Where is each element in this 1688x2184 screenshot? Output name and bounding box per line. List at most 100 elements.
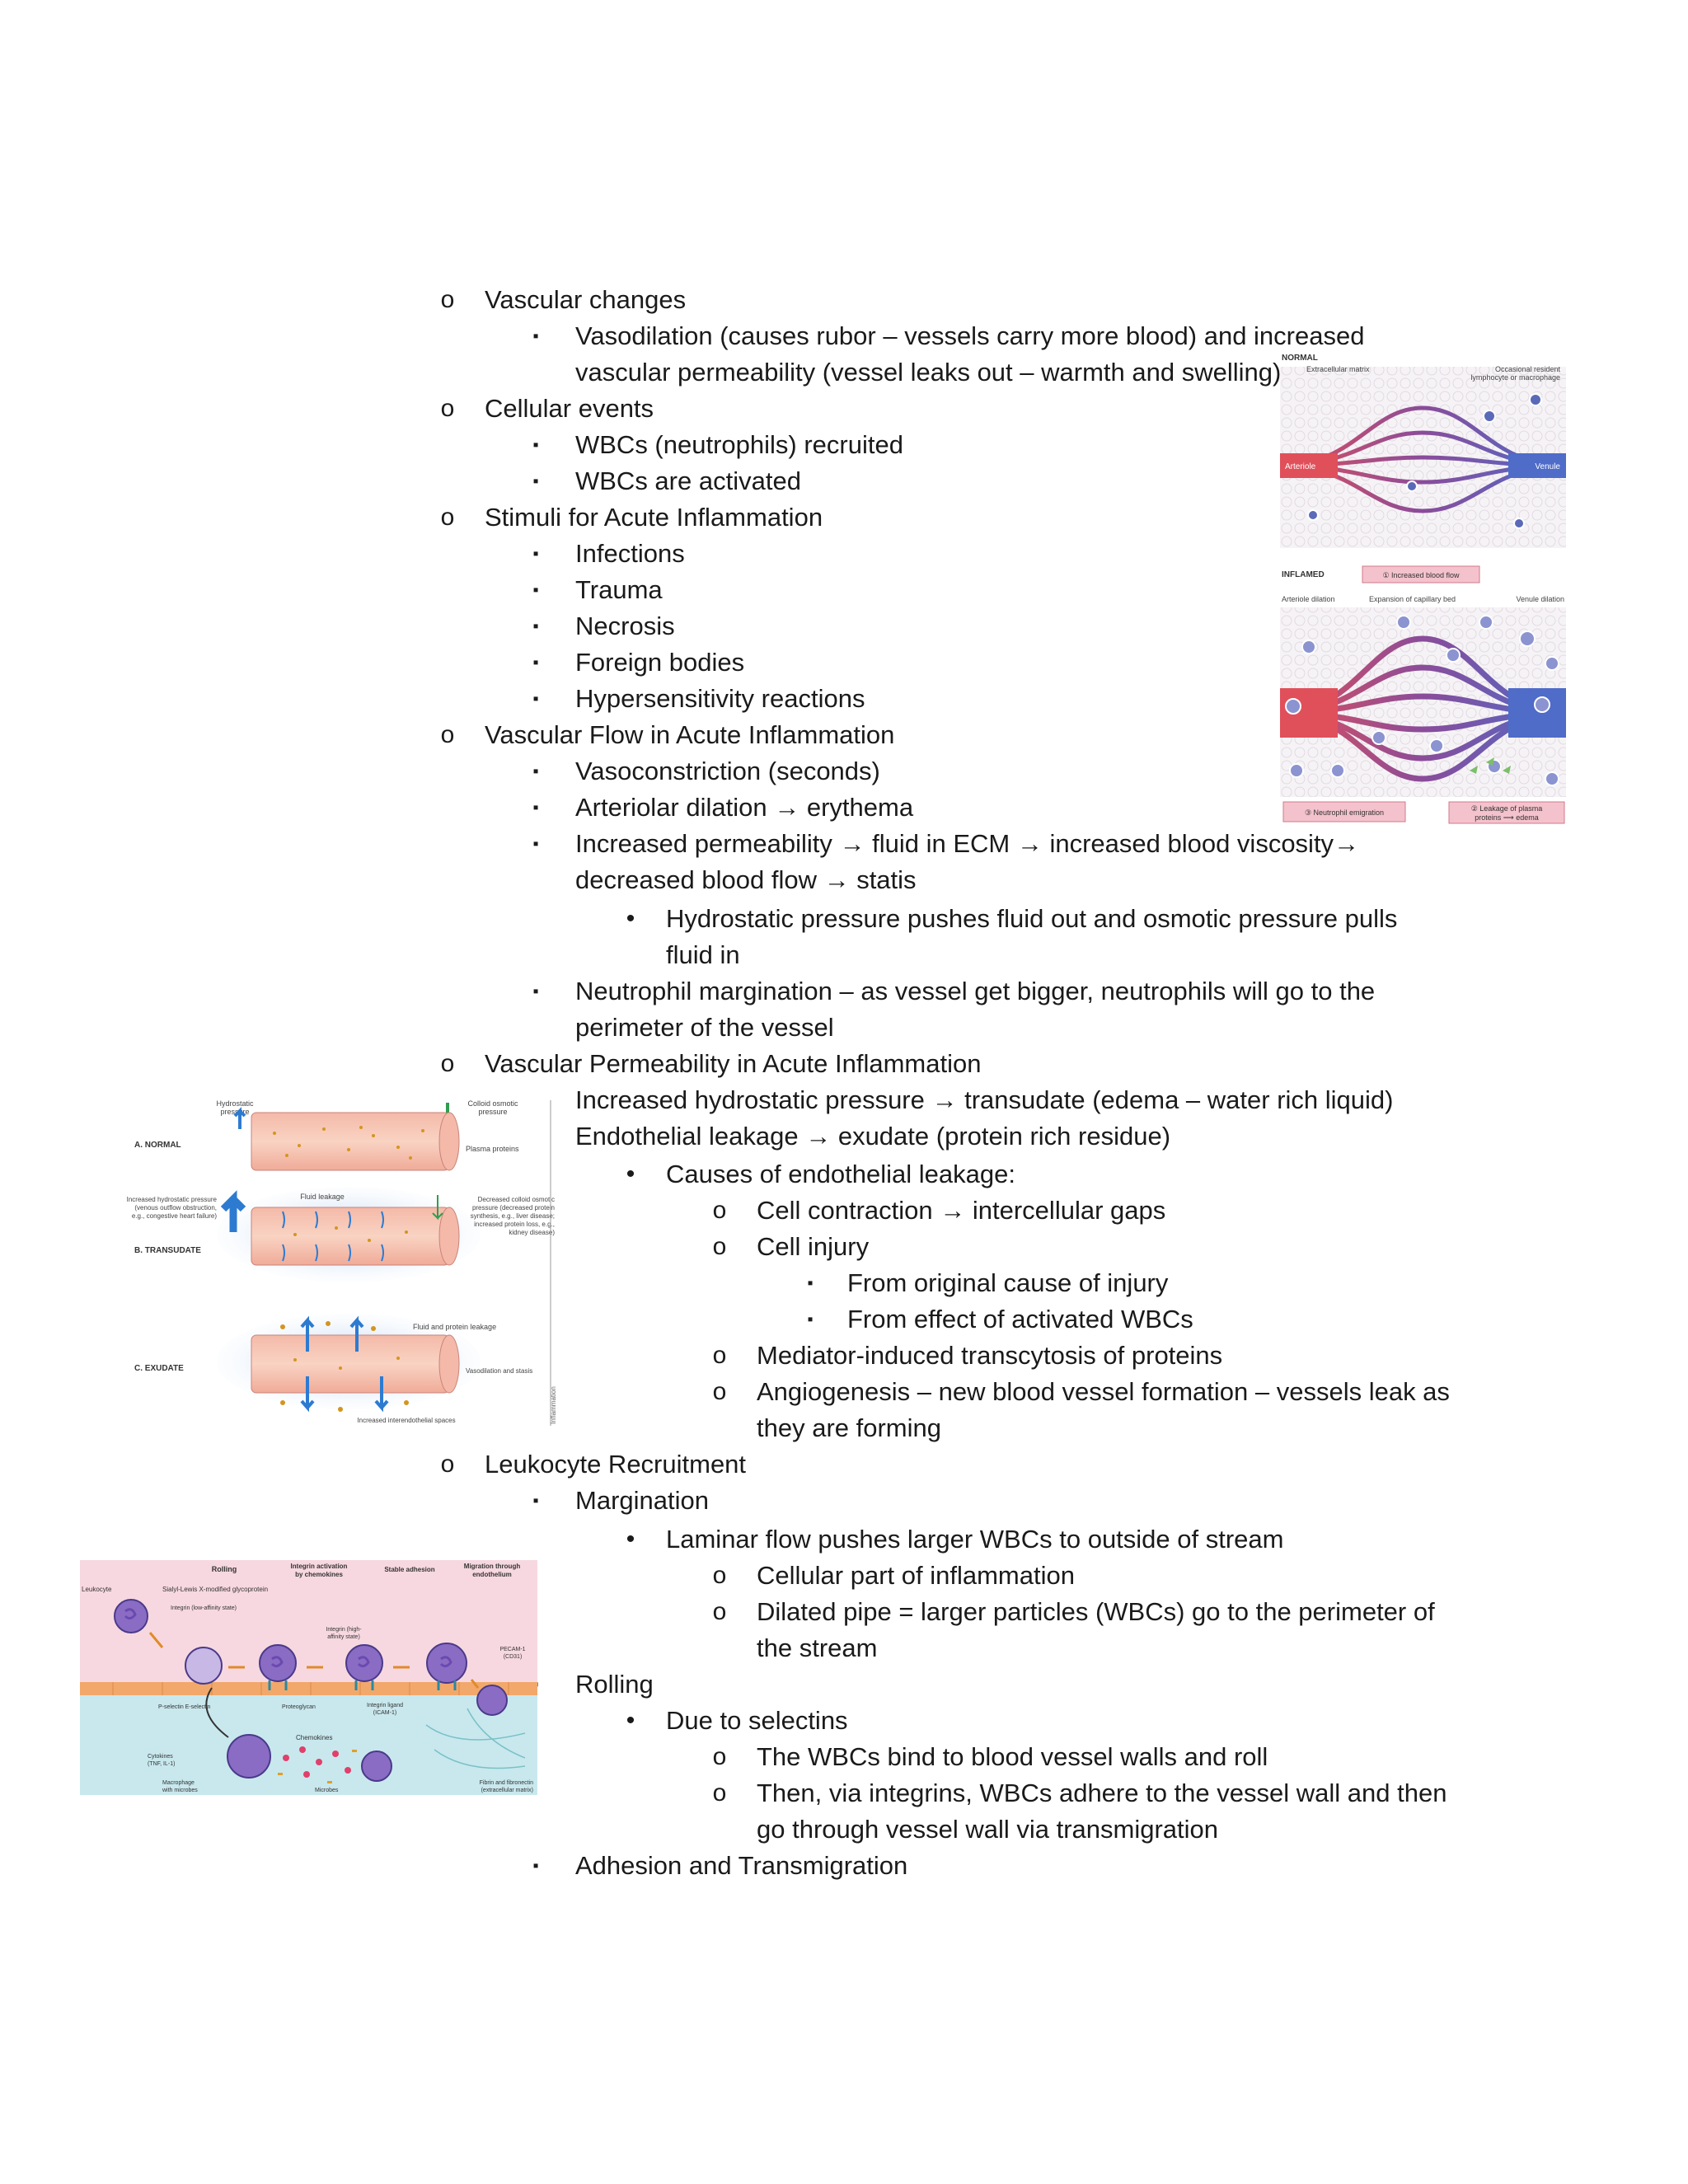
neutrophil-emigration-label: ③ Neutrophil emigration xyxy=(1305,808,1384,817)
proteoglycan-label: Proteoglycan xyxy=(282,1704,316,1710)
bullet-marker: • xyxy=(626,1707,635,1734)
bullet-marker: • xyxy=(626,905,635,932)
bullet-marker: • xyxy=(626,1526,635,1553)
bullet-marker: ▪ xyxy=(807,1310,814,1329)
leukocyte-recruitment-svg: Rolling Integrin activation by chemokine… xyxy=(80,1560,537,1795)
outline-line-level-4: Then, via integrins, WBCs adhere to the … xyxy=(757,1779,1447,1807)
macrophage-2: with microbes xyxy=(162,1788,198,1793)
cytokines-1: Cytokines xyxy=(148,1754,173,1760)
pecam-2: (CD31) xyxy=(504,1654,523,1660)
integrin-high-1: Integrin (high- xyxy=(326,1627,362,1633)
pecam-1: PECAM-1 xyxy=(499,1647,525,1652)
colloid-label-2: pressure xyxy=(478,1108,507,1116)
outline-line-level-4: Angiogenesis – new blood vessel formatio… xyxy=(757,1377,1450,1406)
outline-line-level-3: Hydrostatic pressure pushes fluid out an… xyxy=(666,904,1398,933)
outline-line-level-4: go through vessel wall via transmigratio… xyxy=(757,1815,1218,1844)
bullet-marker: o xyxy=(440,395,455,422)
vascular-bed-svg: NORMAL Extracellular matrix Occasional r… xyxy=(1280,350,1566,824)
integrin-ligand-2: (ICAM-1) xyxy=(373,1710,396,1716)
migration-header-2: endothelium xyxy=(472,1571,512,1578)
hydrostatic-label-1: Hydrostatic xyxy=(216,1099,254,1108)
increased-hydro-2: (venous outflow obstruction, xyxy=(134,1204,217,1212)
fluid-leakage-label: Fluid leakage xyxy=(300,1193,345,1201)
outline-line-level-2: Increased permeability → fluid in ECM → … xyxy=(575,829,1360,858)
permeability-figure: Hydrostatic pressure Colloid osmotic pre… xyxy=(110,1096,559,1428)
ecm-label: Extracellular matrix xyxy=(1306,365,1370,373)
arteriole-dilation-label: Arteriole dilation xyxy=(1282,595,1335,603)
selectins-label: P-selectin E-selectin xyxy=(158,1704,211,1710)
integrin-activation-1: Integrin activation xyxy=(291,1563,348,1570)
outline-line-level-2: perimeter of the vessel xyxy=(575,1013,834,1042)
decreased-colloid-3: synthesis, e.g., liver disease; xyxy=(471,1212,555,1220)
bullet-marker: o xyxy=(712,1562,727,1589)
outline-line-level-2: Trauma xyxy=(575,575,663,604)
bullet-marker: ▪ xyxy=(532,436,539,454)
bullet-marker: ▪ xyxy=(532,327,539,345)
outline-line-level-1: Leukocyte Recruitment xyxy=(485,1450,747,1479)
cytokines-2: (TNF, IL-1) xyxy=(148,1761,175,1767)
rolling-header: Rolling xyxy=(212,1565,237,1573)
bullet-marker: o xyxy=(712,1598,727,1625)
leakage-label-1: ② Leakage of plasma xyxy=(1471,804,1543,813)
stable-adhesion-header: Stable adhesion xyxy=(384,1566,434,1573)
interendothelial-label: Increased interendothelial spaces xyxy=(357,1417,455,1424)
inflamed-label: INFLAMED xyxy=(1282,570,1325,579)
normal-label: NORMAL xyxy=(1282,354,1318,363)
outline-line-level-1: Vascular Permeability in Acute Inflammat… xyxy=(485,1049,982,1078)
integrin-high-2: affinity state) xyxy=(327,1634,360,1640)
outline-line-level-2: Vasodilation (causes rubor – vessels car… xyxy=(575,321,1365,350)
permeability-svg: Hydrostatic pressure Colloid osmotic pre… xyxy=(110,1096,559,1428)
leukocyte-label: Leukocyte xyxy=(82,1586,112,1593)
resident-label-2: lymphocyte or macrophage xyxy=(1470,373,1560,382)
bullet-marker: o xyxy=(440,721,455,748)
bullet-marker: ▪ xyxy=(532,545,539,563)
vascular-bed-figure: NORMAL Extracellular matrix Occasional r… xyxy=(1280,350,1566,824)
outline-line-level-4: the stream xyxy=(757,1633,878,1662)
outline-line-level-2: Foreign bodies xyxy=(575,648,745,677)
fibrin-2: (extracellular matrix) xyxy=(481,1788,533,1793)
outline-line-level-2: Margination xyxy=(575,1486,709,1515)
bullet-marker: ▪ xyxy=(532,617,539,635)
outline-line-level-2: Arteriolar dilation → erythema xyxy=(575,793,914,822)
integrin-low-label: Integrin (low-affinity state) xyxy=(171,1605,237,1611)
bullet-marker: o xyxy=(712,1378,727,1405)
leakage-label-2: proteins ⟶ edema xyxy=(1475,813,1538,822)
outline-line-level-2: Neutrophil margination – as vessel get b… xyxy=(575,977,1376,1005)
outline-line-level-2: Hypersensitivity reactions xyxy=(575,684,865,713)
decreased-colloid-4: increased protein loss, e.g., xyxy=(474,1221,555,1228)
outline-line-level-4: Mediator-induced transcytosis of protein… xyxy=(757,1341,1223,1370)
venule-label: Venule xyxy=(1535,462,1560,471)
outline-line-level-4: Cellular part of inflammation xyxy=(757,1561,1075,1590)
inflammation-side-label: Inflammation xyxy=(550,1386,557,1424)
microbes-label: Microbes xyxy=(315,1788,339,1793)
outline-line-level-4: they are forming xyxy=(757,1413,941,1442)
venule-dilation-label: Venule dilation xyxy=(1516,595,1564,603)
outline-line-level-4: Dilated pipe = larger particles (WBCs) g… xyxy=(757,1597,1435,1626)
bullet-marker: ▪ xyxy=(532,690,539,708)
decreased-colloid-5: kidney disease) xyxy=(509,1229,555,1236)
outline-line-level-1: Stimuli for Acute Inflammation xyxy=(485,503,823,532)
bullet-marker: ▪ xyxy=(532,581,539,599)
outline-line-level-2: decreased blood flow → statis xyxy=(575,865,917,894)
bullet-marker: o xyxy=(712,1779,727,1807)
outline-line-level-2: Rolling xyxy=(575,1670,654,1699)
outline-line-level-1: Vascular Flow in Acute Inflammation xyxy=(485,720,895,749)
macrophage-1: Macrophage xyxy=(162,1780,195,1786)
outline-line-level-4: Cell contraction → intercellular gaps xyxy=(757,1196,1166,1225)
bullet-marker: o xyxy=(712,1233,727,1260)
bullet-marker: • xyxy=(626,1160,635,1188)
bullet-marker: ▪ xyxy=(532,982,539,1001)
sialyl-label: Sialyl-Lewis X-modified glycoprotein xyxy=(162,1586,268,1593)
plasma-proteins-label: Plasma proteins xyxy=(466,1145,519,1153)
decreased-colloid-1: Decreased colloid osmotic xyxy=(478,1196,555,1203)
increased-hydro-3: e.g., congestive heart failure) xyxy=(132,1212,218,1220)
vasodilation-stasis-label: Vasodilation and stasis xyxy=(466,1367,532,1375)
hydrostatic-label-2: pressure xyxy=(220,1108,249,1116)
bullet-marker: o xyxy=(440,504,455,531)
outline-line-level-2: WBCs are activated xyxy=(575,466,801,495)
outline-line-level-2: Infections xyxy=(575,539,685,568)
integrin-activation-2: by chemokines xyxy=(295,1571,343,1578)
bullet-marker: ▪ xyxy=(807,1274,814,1292)
outline-line-level-2: WBCs (neutrophils) recruited xyxy=(575,430,903,459)
exudate-label: C. EXUDATE xyxy=(134,1364,184,1373)
